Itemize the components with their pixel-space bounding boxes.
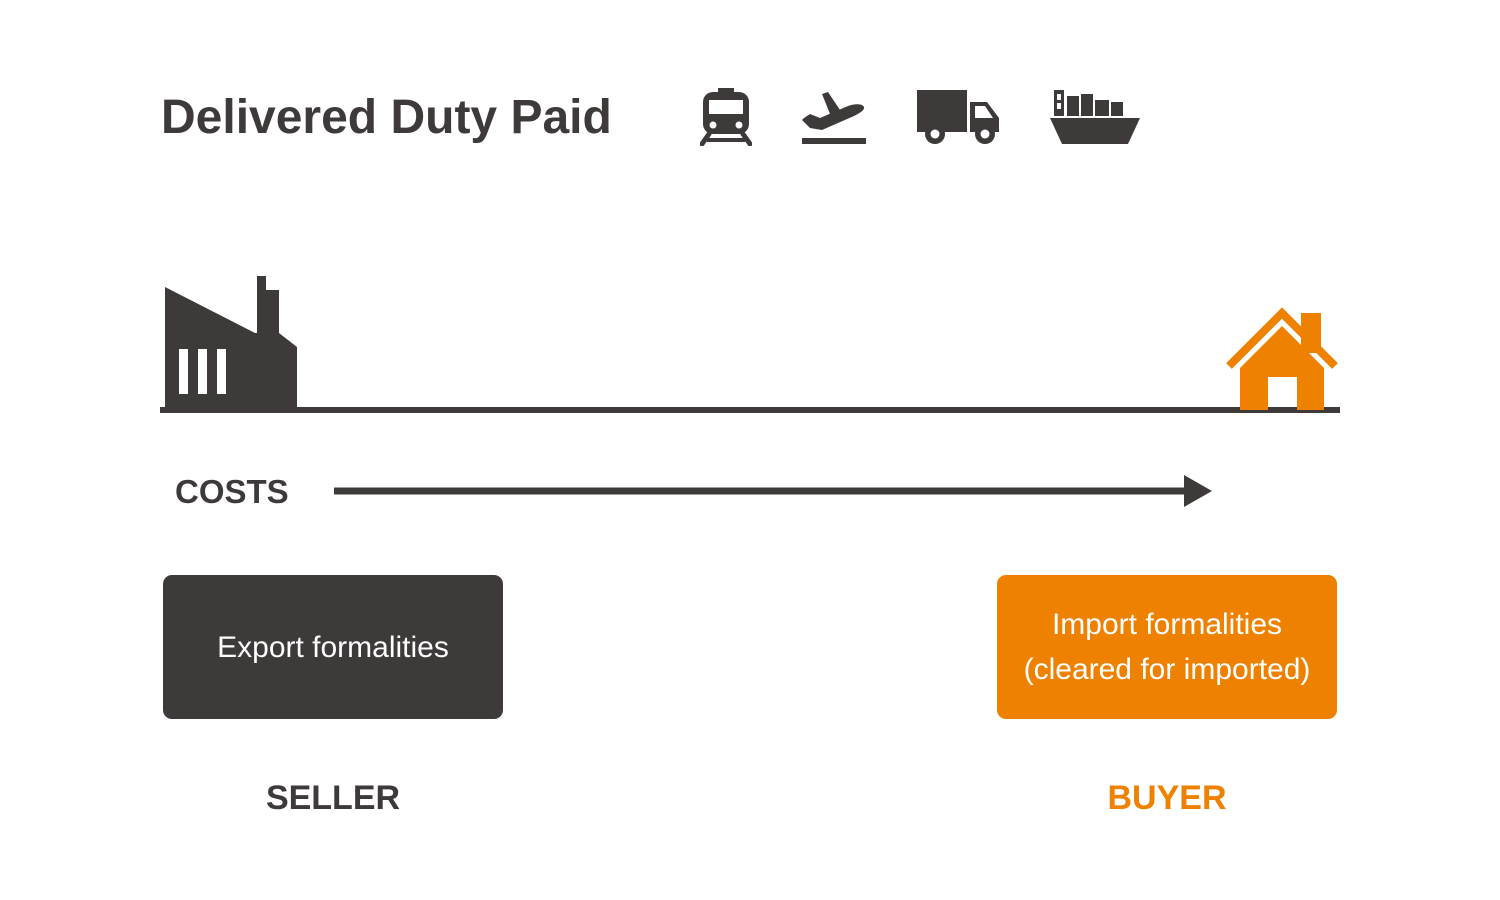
- factory-icon: [165, 276, 297, 410]
- truck-icon: [917, 88, 1001, 146]
- train-icon: [700, 88, 752, 146]
- buyer-label: BUYER: [1107, 779, 1227, 817]
- seller-label: SELLER: [265, 779, 401, 817]
- costs-label: COSTS: [175, 473, 289, 510]
- export-formalities-box: Export formalities: [163, 575, 503, 719]
- page-title: Delivered Duty Paid: [161, 91, 612, 144]
- ship-icon: [1050, 86, 1142, 146]
- house-icon: [1226, 307, 1338, 410]
- airplane-departure-icon: [800, 88, 868, 146]
- arrow-right-icon: [334, 475, 1212, 507]
- import-formalities-box: Import formalities (cleared for imported…: [997, 575, 1337, 719]
